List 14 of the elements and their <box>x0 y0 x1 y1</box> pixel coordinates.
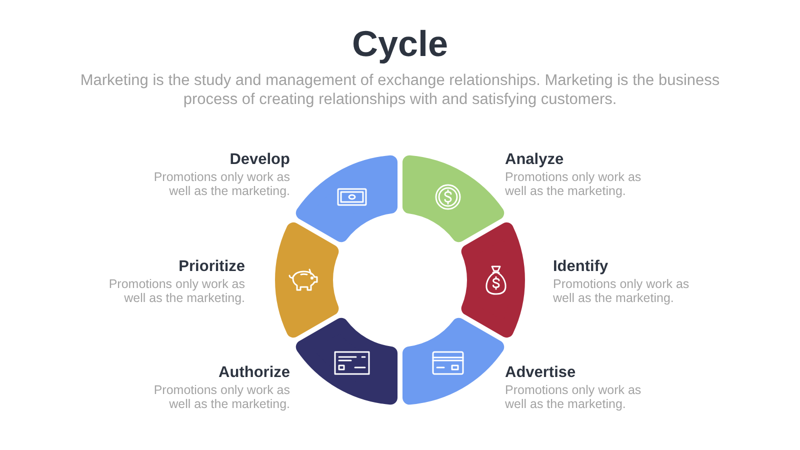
step-heading: Advertise <box>505 364 576 382</box>
subtitle: Marketing is the study and management of exchange relationships. Marketing is the business process of creating relationships with and satisfying customers. <box>80 71 720 109</box>
step-description: Promotions only work as well as the marketing. <box>152 383 290 411</box>
step-heading: Analyze <box>505 151 564 169</box>
diagram-title: Cycle <box>352 24 448 64</box>
step-description: Promotions only work as well as the marketing. <box>553 277 690 305</box>
step-description: Promotions only work as well as the marketing. <box>505 383 642 411</box>
step-description: Promotions only work as well as the marketing. <box>108 277 245 305</box>
step-description: Promotions only work as well as the marketing. <box>152 170 290 198</box>
step-heading: Develop <box>230 151 290 169</box>
step-description: Promotions only work as well as the marketing. <box>505 170 642 198</box>
step-heading: Prioritize <box>178 258 245 276</box>
step-heading: Authorize <box>218 364 290 382</box>
step-heading: Identify <box>553 258 608 276</box>
